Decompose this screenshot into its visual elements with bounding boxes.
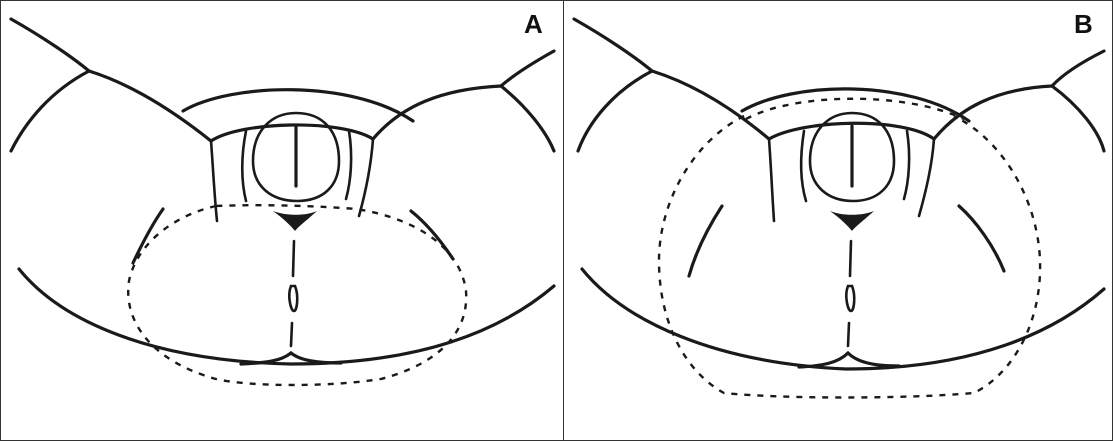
outer-contour-left-arc bbox=[11, 71, 89, 151]
buttock-lower-arc bbox=[19, 269, 554, 364]
panel-a-drawing bbox=[1, 1, 563, 440]
outer-contour-right-arc bbox=[1052, 86, 1104, 151]
labium-right bbox=[919, 139, 934, 216]
raphe-seg-3 bbox=[291, 323, 292, 346]
panel-b-drawing bbox=[564, 1, 1112, 440]
gluteal-cleft-right bbox=[848, 353, 899, 366]
groin-curve-left bbox=[689, 206, 722, 276]
labium-right bbox=[359, 139, 373, 216]
outer-contour-left-top bbox=[11, 19, 89, 71]
pubic-arch-outer bbox=[742, 89, 969, 121]
labium-left bbox=[211, 141, 217, 221]
labium-left bbox=[769, 139, 774, 221]
raphe-seg-2 bbox=[289, 286, 297, 311]
raphe-seg-3 bbox=[848, 323, 849, 346]
groin-curve-right bbox=[959, 206, 1004, 271]
panel-label-b: B bbox=[1074, 9, 1093, 40]
raphe-seg-2 bbox=[846, 286, 854, 311]
gluteal-cleft-right bbox=[291, 353, 341, 363]
outer-contour-right-arc bbox=[501, 86, 554, 151]
pubic-arch-outer bbox=[183, 90, 413, 121]
panel-b: B bbox=[563, 0, 1113, 441]
outer-contour-right-fold bbox=[373, 86, 501, 139]
panel-label-a: A bbox=[524, 9, 543, 40]
raphe-seg-1 bbox=[293, 241, 294, 276]
groin-curve-left bbox=[133, 209, 163, 263]
outer-contour-right-top bbox=[1052, 51, 1104, 86]
inner-fold-right bbox=[904, 131, 909, 199]
inner-fold-left bbox=[242, 131, 246, 201]
outer-contour-right-top bbox=[501, 51, 554, 86]
perineal-wedge bbox=[273, 211, 317, 231]
outer-contour-left-arc bbox=[578, 71, 652, 151]
perineal-wedge bbox=[830, 211, 874, 231]
raphe-seg-1 bbox=[850, 241, 851, 276]
outer-contour-left-top bbox=[574, 19, 652, 71]
panel-a: A bbox=[0, 0, 564, 441]
groin-curve-right bbox=[411, 211, 453, 259]
inner-fold-left bbox=[801, 131, 806, 201]
inner-fold-right bbox=[346, 131, 351, 199]
